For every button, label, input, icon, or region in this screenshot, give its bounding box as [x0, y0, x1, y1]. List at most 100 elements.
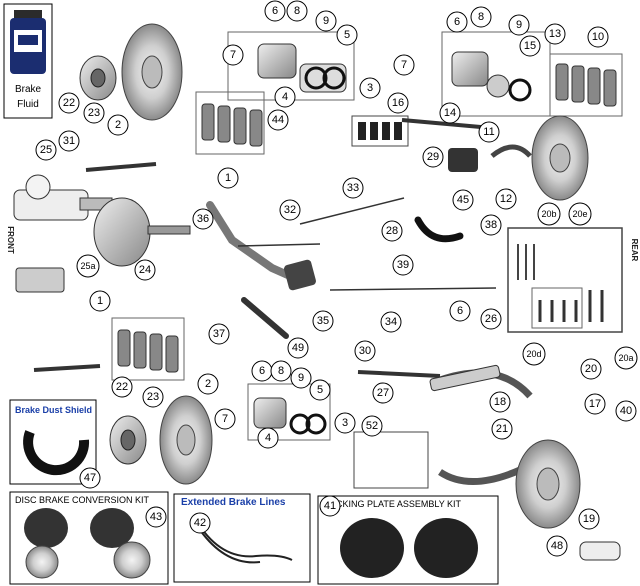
callout-45: 45: [452, 189, 474, 211]
callout-circle: [449, 300, 471, 322]
callout-21: 21: [491, 418, 513, 440]
rear-label: REAR: [630, 239, 639, 262]
callout-20: 20: [580, 358, 602, 380]
callout-number: 13: [549, 28, 561, 40]
callout-number: 31: [63, 135, 75, 147]
callout-circle: [107, 114, 129, 136]
dust-shield-title: Brake Dust Shield: [15, 405, 92, 415]
brake-line-hose-28: [414, 216, 464, 243]
callout-number: 7: [230, 49, 236, 61]
cable-34: [329, 287, 497, 291]
callout-number: 43: [150, 511, 162, 523]
callout-number: 27: [377, 387, 389, 399]
callout-circle: [222, 44, 244, 66]
callout-22: 22: [111, 376, 133, 398]
callout-17: 17: [584, 393, 606, 415]
callout-number: 7: [222, 413, 228, 425]
wheel-cylinder-27: [429, 364, 501, 392]
callout-number: 6: [457, 305, 463, 317]
callout-circle: [489, 391, 511, 413]
callout-12: 12: [495, 188, 517, 210]
callout-25: 25: [35, 139, 57, 161]
callout-number: 40: [620, 405, 632, 417]
callout-number: 18: [494, 396, 506, 408]
callout-circle: [76, 254, 100, 278]
callout-38: 38: [480, 214, 502, 236]
callout-circle: [508, 14, 530, 36]
callout-43: 43: [145, 506, 167, 528]
callout-circle: [134, 259, 156, 281]
callout-number: 2: [115, 119, 121, 131]
callout-number: 41: [324, 500, 336, 512]
callout-9: 9: [290, 367, 312, 389]
callout-18: 18: [489, 391, 511, 413]
callout-23: 23: [142, 386, 164, 408]
callout-9: 9: [315, 10, 337, 32]
callout-30: 30: [354, 340, 376, 362]
callout-number: 48: [551, 540, 563, 552]
callout-3: 3: [359, 77, 381, 99]
callout-number: 5: [317, 384, 323, 396]
front-hub-upper: [79, 55, 117, 101]
callout-number: 6: [259, 365, 265, 377]
callout-circle: [287, 337, 309, 359]
callout-circle: [380, 311, 402, 333]
callout-20b: 20b: [537, 202, 561, 226]
callout-1: 1: [89, 290, 111, 312]
master-cylinder-48: [579, 541, 621, 561]
cable-33: [299, 197, 405, 225]
callout-41: 41: [319, 495, 341, 517]
callout-48: 48: [546, 535, 568, 557]
callout-33: 33: [342, 177, 364, 199]
callout-circle: [519, 35, 541, 57]
callout-circle: [336, 24, 358, 46]
callout-number: 19: [583, 513, 595, 525]
callout-number: 9: [516, 19, 522, 31]
callout-number: 36: [197, 213, 209, 225]
callout-26: 26: [480, 308, 502, 330]
callout-number: 28: [386, 225, 398, 237]
callout-7: 7: [222, 44, 244, 66]
callout-44: 44: [267, 109, 289, 131]
callout-39: 39: [392, 254, 414, 276]
parking-brake-shoes-11: [490, 144, 532, 158]
callout-number: 9: [323, 15, 329, 27]
callout-4: 4: [257, 427, 279, 449]
front-rotor-upper: [121, 23, 183, 121]
callout-6: 6: [449, 300, 471, 322]
callout-47: 47: [79, 467, 101, 489]
callout-number: 10: [592, 31, 604, 43]
callout-circle: [189, 512, 211, 534]
callout-number: 23: [147, 391, 159, 403]
callout-circle: [478, 121, 500, 143]
callout-number: 2: [205, 378, 211, 390]
callout-19: 19: [578, 508, 600, 530]
callout-25a: 25a: [76, 254, 100, 278]
callout-number: 1: [97, 295, 103, 307]
callout-circle: [58, 130, 80, 152]
backing-plate-box: BACKING PLATE ASSEMBLY KIT: [317, 495, 499, 585]
callout-number: 20b: [541, 209, 556, 219]
lever-49: [241, 297, 289, 339]
callout-number: 37: [213, 328, 225, 340]
callout-circle: [197, 373, 219, 395]
callout-circle: [264, 0, 286, 22]
callout-circle: [614, 346, 638, 370]
callout-circle: [354, 340, 376, 362]
callout-8: 8: [470, 6, 492, 28]
front-caliper-lower: [247, 383, 331, 441]
callout-number: 32: [284, 204, 296, 216]
front-label: FRONT: [6, 226, 15, 254]
callout-number: 38: [485, 219, 497, 231]
callout-1: 1: [217, 167, 239, 189]
front-pads-upper: [195, 91, 265, 155]
callout-32: 32: [279, 199, 301, 221]
callout-number: 4: [282, 91, 288, 103]
callout-circle: [587, 26, 609, 48]
callout-circle: [387, 92, 409, 114]
callout-circle: [359, 77, 381, 99]
callout-number: 29: [427, 151, 439, 163]
callout-number: 49: [292, 342, 304, 354]
callout-circle: [286, 0, 308, 22]
callout-circle: [83, 102, 105, 124]
